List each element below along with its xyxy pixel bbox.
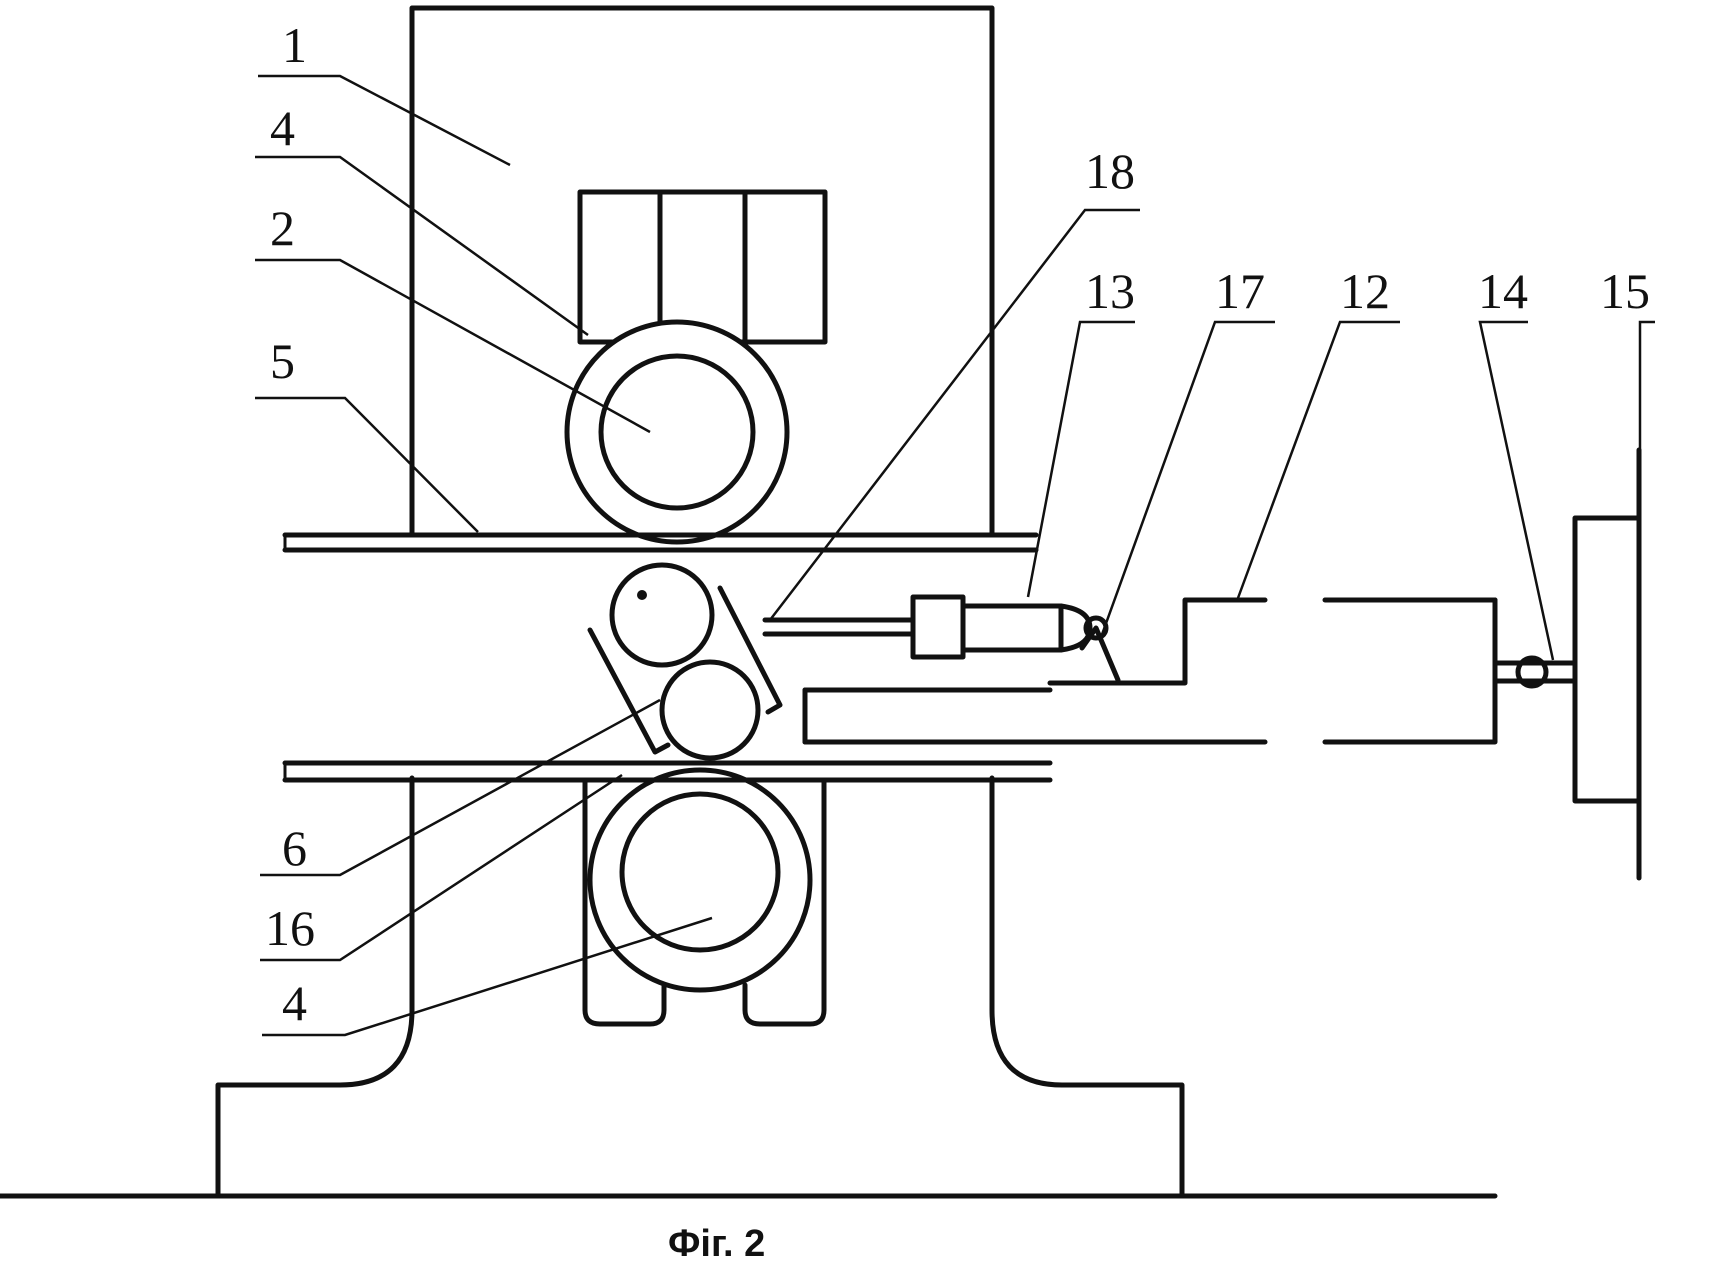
ref-label-18: 18 [1085, 143, 1135, 199]
stand-lower-housing [215, 775, 1185, 1199]
pinch-roll-upper-dot [637, 590, 647, 600]
ref-label-1: 1 [282, 17, 307, 73]
upper-chock [577, 189, 828, 345]
pivot-17 [1079, 615, 1121, 683]
ref-label-4-bottom: 4 [282, 975, 307, 1031]
pinch-roll-lower [659, 659, 761, 761]
upper-guide-plate [282, 532, 1039, 553]
ref-label-6: 6 [282, 820, 307, 876]
upper-roll [598, 353, 756, 511]
cylinder-13 [762, 594, 1093, 660]
lower-chock [582, 777, 827, 1027]
ref-label-12: 12 [1340, 263, 1390, 319]
figure-caption: Фіг. 2 [668, 1223, 765, 1265]
ref-label-15: 15 [1600, 263, 1650, 319]
leader-lines [255, 74, 1655, 1037]
ref-label-4-top: 4 [270, 100, 295, 156]
ref-label-14: 14 [1478, 263, 1528, 319]
ref-label-17: 17 [1215, 263, 1265, 319]
ref-label-16: 16 [265, 900, 315, 956]
stand-upper-housing [409, 5, 995, 538]
pinch-roll-upper [609, 562, 715, 668]
ref-label-2: 2 [270, 200, 295, 256]
lower-roll-ring [587, 767, 813, 993]
frame-18 [587, 585, 783, 755]
ref-label-13: 13 [1085, 263, 1135, 319]
support-15 [1572, 447, 1642, 881]
hinge-14 [1492, 655, 1578, 689]
ref-label-5: 5 [270, 333, 295, 389]
arm-12 [802, 597, 1498, 745]
lower-roll [619, 791, 781, 953]
lower-guide-plate [282, 760, 1053, 783]
